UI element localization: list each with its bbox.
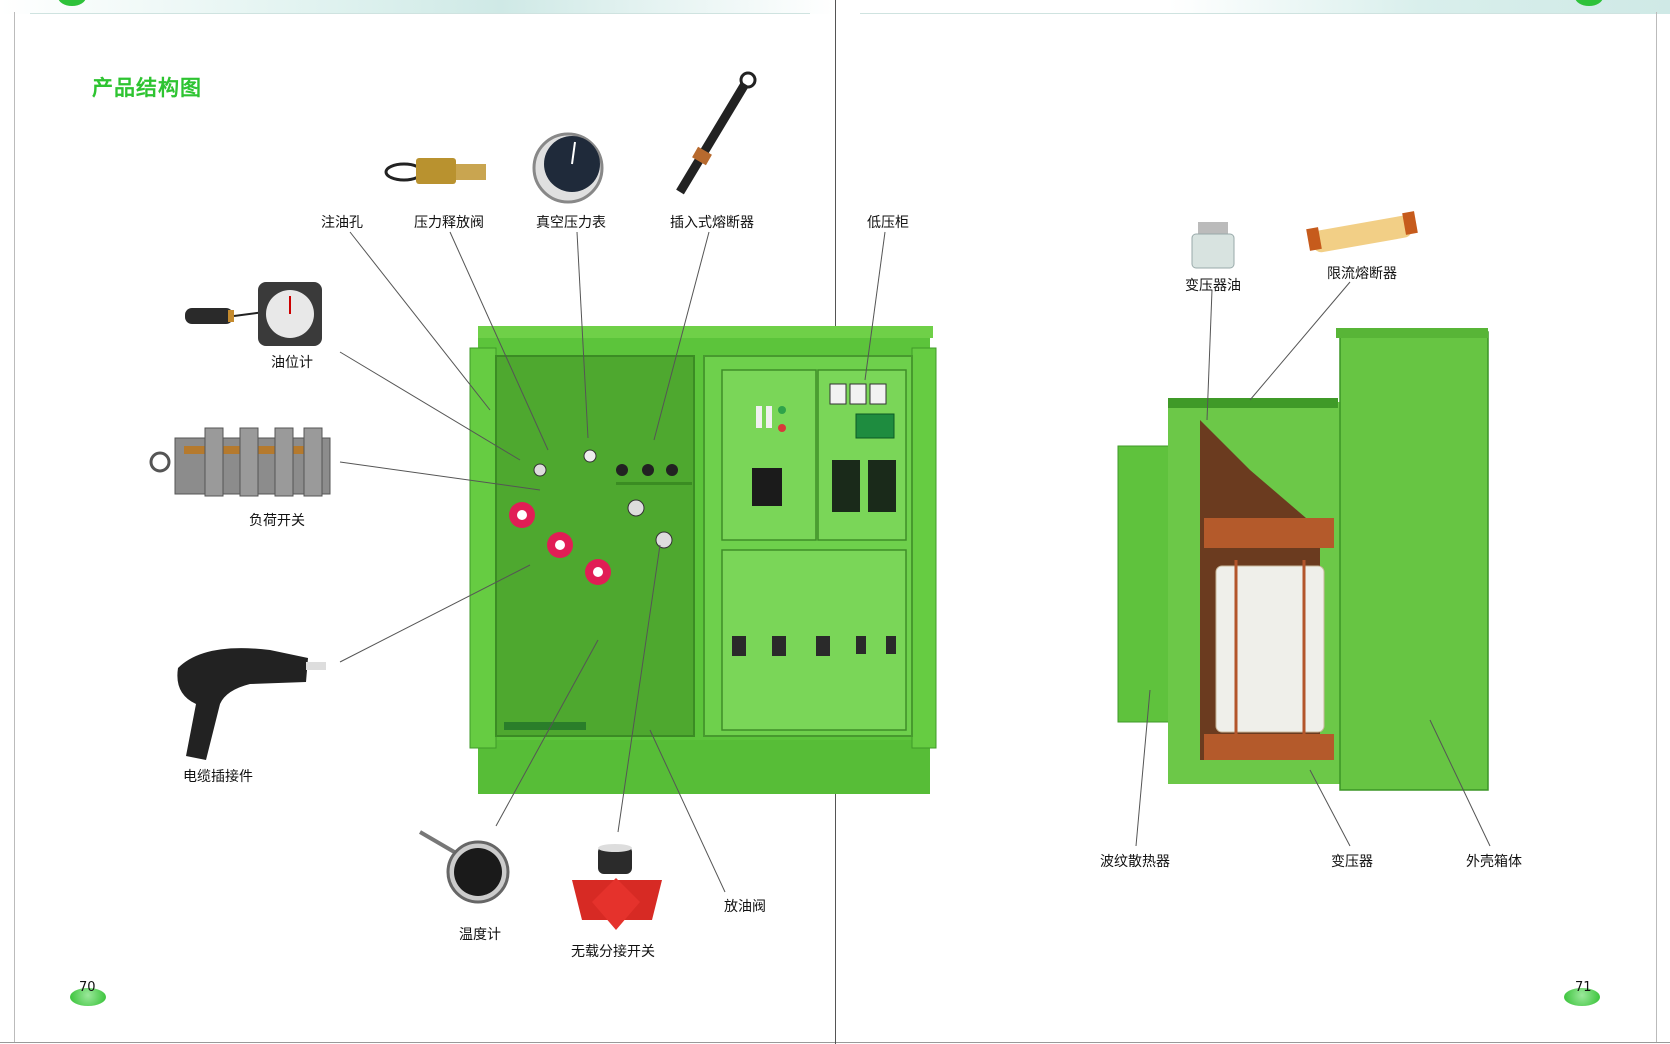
thermometer-photo [418,830,510,904]
label-corrugated-radiator: 波纹散热器 [1100,854,1170,870]
cable-connector-photo [177,648,326,760]
label-outer-shell: 外壳箱体 [1466,854,1522,870]
right-page-edge [1656,12,1657,1042]
transformer-housing-illustration [1117,328,1489,791]
no-load-tap-changer-photo [572,844,662,930]
corner-dot-left [58,0,86,6]
page-number-left: 70 [79,980,96,995]
label-transformer-oil: 变压器油 [1185,278,1241,294]
spine-line [835,0,836,1044]
label-oil-level-gauge: 油位计 [271,355,313,371]
plug-in-fuse-photo [676,71,757,195]
page-number-oval-left [70,988,106,1006]
label-current-limiting-fuse: 限流熔断器 [1327,266,1397,282]
leader-lines-right [1135,281,1491,847]
corner-dot-right [1575,0,1603,6]
label-no-load-tap-changer: 无载分接开关 [571,944,655,960]
label-drain-valve: 放油阀 [724,899,766,915]
top-rule-left [30,13,810,14]
label-low-voltage-cabinet: 低压柜 [867,215,909,231]
label-pressure-relief-valve: 压力释放阀 [414,215,484,231]
page-number-oval-right [1564,988,1600,1006]
top-band-left [0,0,835,14]
label-cable-connector: 电缆插接件 [183,769,253,785]
section-title: 产品结构图 [92,76,202,100]
top-rule-right [860,13,1640,14]
label-oil-fill-hole: 注油孔 [321,215,363,231]
cabinet-illustration [469,326,937,794]
label-transformer: 变压器 [1331,854,1373,870]
transformer-oil-bottle-photo [1191,222,1235,269]
vacuum-pressure-gauge-photo [532,132,604,204]
leader-lines-left [339,231,886,893]
top-band-right [835,0,1670,14]
page-number-right: 71 [1575,980,1592,995]
oil-level-gauge-photo [185,282,322,346]
label-load-switch: 负荷开关 [249,513,305,529]
label-plug-in-fuse: 插入式熔断器 [670,215,754,231]
pressure-relief-valve-photo [384,158,486,184]
load-switch-photo [149,427,331,497]
label-vacuum-pressure-gauge: 真空压力表 [536,215,606,231]
left-page-edge [14,12,15,1042]
label-thermometer: 温度计 [459,927,501,943]
current-limiting-fuse-photo [1306,211,1418,253]
